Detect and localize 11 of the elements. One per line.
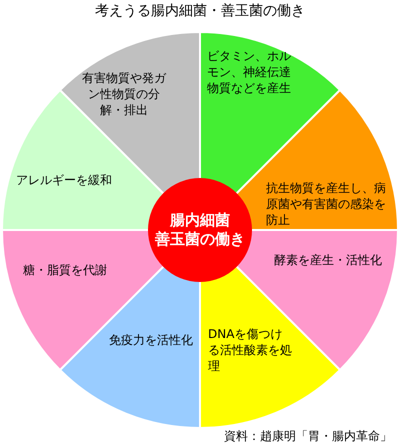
segment-text: アレルギーを緩和 bbox=[15, 172, 113, 188]
segment-text: 糖・脂質を代謝 bbox=[22, 262, 108, 278]
segment-text: ビタミン、ホルモン、神経伝達物質などを産生 bbox=[207, 48, 292, 96]
segment-text: 酵素を産生・活性化 bbox=[273, 252, 383, 268]
segment-text: 免疫力を活性化 bbox=[108, 332, 194, 348]
title: 考えうる腸内細菌・善玉菌の働き bbox=[94, 2, 306, 20]
center-text: 善玉菌の働き bbox=[155, 230, 245, 249]
center-text: 腸内細菌 bbox=[170, 211, 230, 230]
segment-text: DNAを傷つける活性酸素を処理 bbox=[208, 326, 293, 374]
segment-text: 抗生物質を産生し、病原菌や有害菌の感染を防止 bbox=[266, 180, 387, 228]
segment-text: 有害物質や発ガン性物質の分解・排出 bbox=[80, 70, 168, 118]
